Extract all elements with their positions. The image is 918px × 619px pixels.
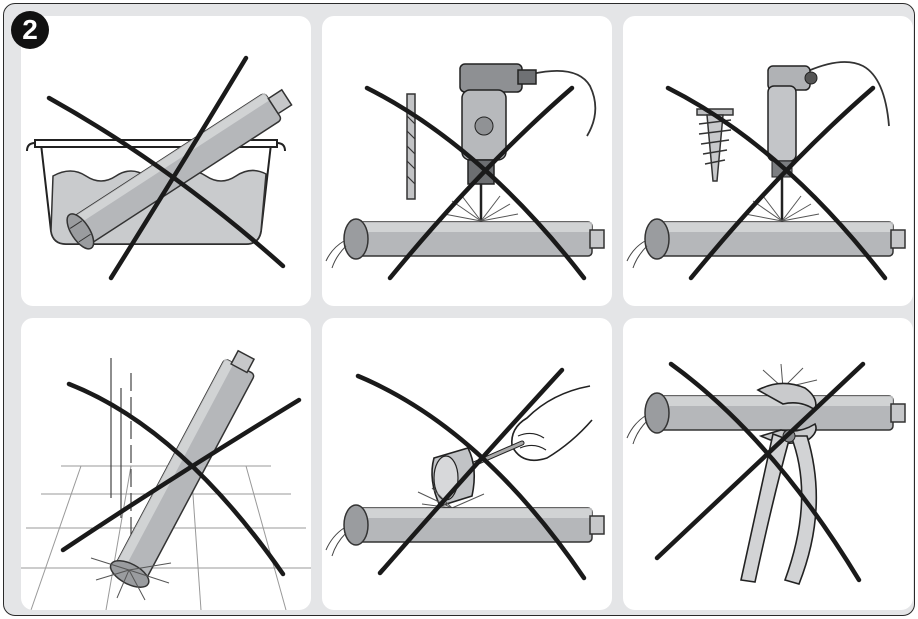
instruction-sheet: 2 <box>3 3 915 616</box>
drill-icon <box>460 64 595 221</box>
screwdriver-icon <box>768 62 889 221</box>
hammer-illustration <box>322 318 612 610</box>
panel-hammer <box>322 318 612 610</box>
motion-lines <box>111 358 131 548</box>
tubular-motor-icon <box>627 219 905 268</box>
drill-illustration <box>322 16 612 306</box>
panel-water <box>21 16 311 306</box>
pliers-illustration <box>623 318 913 610</box>
panel-screw <box>623 16 913 306</box>
screw-icon <box>697 109 733 181</box>
tubular-motor-icon <box>326 219 604 268</box>
hand-icon <box>512 386 592 460</box>
panel-pliers <box>623 318 913 610</box>
panel-drill <box>322 16 612 306</box>
step-number-badge: 2 <box>11 11 49 49</box>
panel-drop <box>21 318 311 610</box>
drop-illustration <box>21 318 311 610</box>
water-illustration <box>21 16 311 306</box>
screw-illustration <box>623 16 913 306</box>
